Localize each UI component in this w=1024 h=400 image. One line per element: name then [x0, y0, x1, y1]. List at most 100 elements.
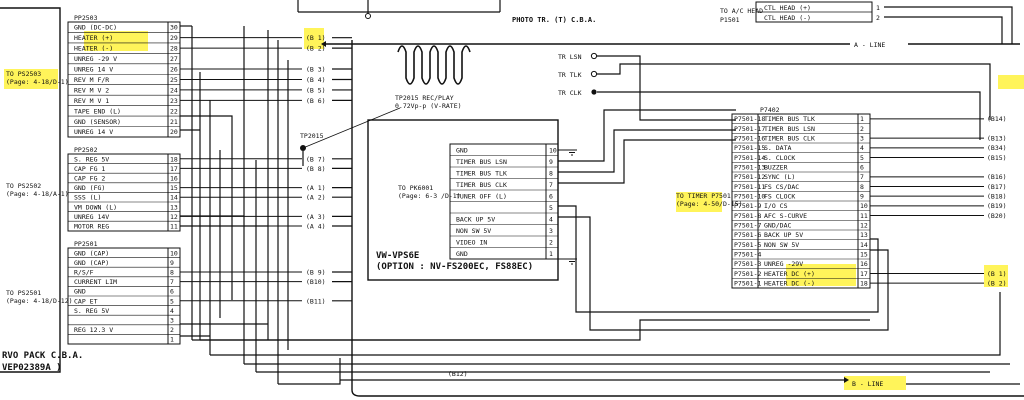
pp2501-row-ref: (B10) [306, 278, 326, 286]
pp2501-row-ref: (B11) [306, 297, 326, 305]
pk6001-row-pin: 5 [549, 204, 553, 212]
p7402-row-ref: (B18) [987, 192, 1007, 200]
p7402-row-source: P7501-17 [734, 125, 765, 133]
ac-head-conn-label: P1501 [720, 16, 740, 24]
pp2501-row-pin: 10 [170, 249, 178, 257]
pp2503-title: PP2503 [74, 14, 98, 22]
pp2503-row-label: GND (SENSOR) [74, 118, 121, 126]
pp2503-dest: TO PS2503 [6, 70, 41, 78]
p7402-row-label: AFC S-CURVE [764, 212, 807, 220]
pp2503-row-pin: 27 [170, 55, 178, 63]
pp2503-row-label: REV M F/R [74, 76, 109, 84]
p7402-row-ref: (B13) [987, 134, 1007, 142]
p7402-row-source: P7501-14 [734, 154, 765, 162]
p7402-row-pin: 11 [860, 212, 868, 220]
p7402-row-pin: 6 [860, 163, 864, 171]
pp2503-row-pin: 23 [170, 97, 178, 105]
tr-lsn-label: TR LSN [558, 53, 582, 61]
pp2503-row-pin: 28 [170, 45, 178, 53]
p7402-row-source: P7501-1 [734, 279, 761, 287]
b12-label: (B12) [448, 370, 468, 378]
tr-tlk-label: TR TLK [558, 71, 582, 79]
ctl-head-minus: CTL HEAD (-) [764, 14, 811, 22]
p7402-row-pin: 9 [860, 192, 864, 200]
pp2501-row-pin: 7 [170, 278, 174, 286]
pp2503-row-pin: 25 [170, 76, 178, 84]
pp2503-row-pin: 26 [170, 66, 178, 74]
p7402-row-source: P7501-9 [734, 202, 761, 210]
pk6001-dest: TO PK6001 [398, 184, 433, 192]
pp2502-row-pin: 18 [170, 155, 178, 163]
pp2503-row-ref: (B 3) [306, 66, 326, 74]
p7402-row-pin: 5 [860, 154, 864, 162]
p7402-row-label: UNREG -29V [764, 260, 803, 268]
p7402-row-label: TIMER BUS CLK [764, 134, 815, 142]
pk6001-row-pin: 2 [549, 238, 553, 246]
pk6001-row-label: NON SW 5V [456, 227, 491, 235]
p7402-row-source: P7501-10 [734, 192, 765, 200]
p7402-row-pin: 4 [860, 144, 864, 152]
pp2502-row-pin: 11 [170, 223, 178, 231]
pp2503-row-ref: (B 1) [306, 34, 326, 42]
pp2502-row-label: SSS (L) [74, 194, 101, 202]
pp2503-row-label: REV M V 1 [74, 97, 109, 105]
pp2502-row-pin: 13 [170, 203, 178, 211]
main-board-outline [351, 40, 1024, 397]
ac-head-section: TO A/C HEAD P1501 CTL HEAD (+) CTL HEAD … [720, 1, 1013, 44]
p7402-row-label: BUZZER [764, 163, 788, 171]
photo-tr-section: PHOTO TR. (T) C.B.A. [297, 0, 596, 24]
pp2503-row-label: HEATER (+) [74, 34, 113, 42]
pk6001-row-label: GND [456, 250, 468, 258]
bus-wiring [180, 25, 1010, 385]
p7402-row-label: FS CLOCK [764, 192, 795, 200]
pp2501-row-pin: 1 [170, 336, 174, 344]
p7402-row-label: I/O CS [764, 202, 788, 210]
pp2502-row-label: CAP FG 1 [74, 165, 105, 173]
p7402-row-ref: (B17) [987, 183, 1007, 191]
pp2502-row-ref: (A 2) [306, 194, 326, 202]
p7402-row-pin: 13 [860, 231, 868, 239]
p7402-row-source: P7501-8 [734, 212, 761, 220]
ctl-pin-1: 1 [876, 4, 880, 12]
pp2502-row-pin: 16 [170, 175, 178, 183]
tp2015-line-1: TP2015 REC/PLAY [395, 94, 454, 102]
pp2503-row-ref: (B 6) [306, 97, 326, 105]
p7402-page: (Page: 4-50/D-15) [676, 200, 743, 208]
pp2501-row-pin: 4 [170, 307, 174, 315]
pp2501-row-label: REG 12.3 V [74, 326, 113, 334]
pp2502-row-ref: (A 4) [306, 223, 326, 231]
pp2502-page: (Page: 4-18/A-1) [6, 190, 69, 198]
p7402-row-ref: (B 2) [987, 279, 1007, 287]
p7402-row-label: FS CS/DAC [764, 183, 799, 191]
pk6001-row-pin: 9 [549, 158, 553, 166]
pp2503-row-ref: (B 2) [306, 45, 326, 53]
pp2501-row-label: S. REG 5V [74, 307, 109, 315]
pk6001-row-pin: 4 [549, 215, 553, 223]
p7402-row-label: S. DATA [764, 144, 791, 152]
p7402-row-source: P7501-16 [734, 134, 765, 142]
p7402-row-pin: 8 [860, 183, 864, 191]
p7402-row-label: NON SW 5V [764, 241, 799, 249]
p7402-row-pin: 16 [860, 260, 868, 268]
pp2502-row-ref: (B 7) [306, 155, 326, 163]
p7402-row-source: P7501-18 [734, 115, 765, 123]
tp2015-line-2: 0.72Vp-p (V-RATE) [395, 102, 462, 110]
servo-pack: RVO PACK C.B.A. VEP02389A ) [0, 7, 83, 373]
pp2503-row-pin: 21 [170, 118, 178, 126]
p7402-row-ref: (B15) [987, 154, 1007, 162]
pp2501-row-pin: 9 [170, 259, 174, 267]
p7402-row-pin: 17 [860, 270, 868, 278]
pp2503-row-pin: 22 [170, 107, 178, 115]
pp2503-page: (Page: 4-18/D-1) [6, 78, 69, 86]
p7402-row-pin: 10 [860, 202, 868, 210]
pk6001-row-label: TIMER BUS LSN [456, 158, 507, 166]
p7402-row-label: SYNC (L) [764, 173, 795, 181]
ctl-pin-2: 2 [876, 14, 880, 22]
tr-pins: TR LSN TR TLK TR CLK [558, 52, 991, 140]
tr-clk-label: TR CLK [558, 89, 582, 97]
pp2503-row-pin: 24 [170, 86, 178, 94]
p7402-row-source: P7501-12 [734, 173, 765, 181]
p7402-row-pin: 18 [860, 279, 868, 287]
pk6001-row-label: BACK UP 5V [456, 215, 495, 223]
highlights [4, 28, 1024, 390]
